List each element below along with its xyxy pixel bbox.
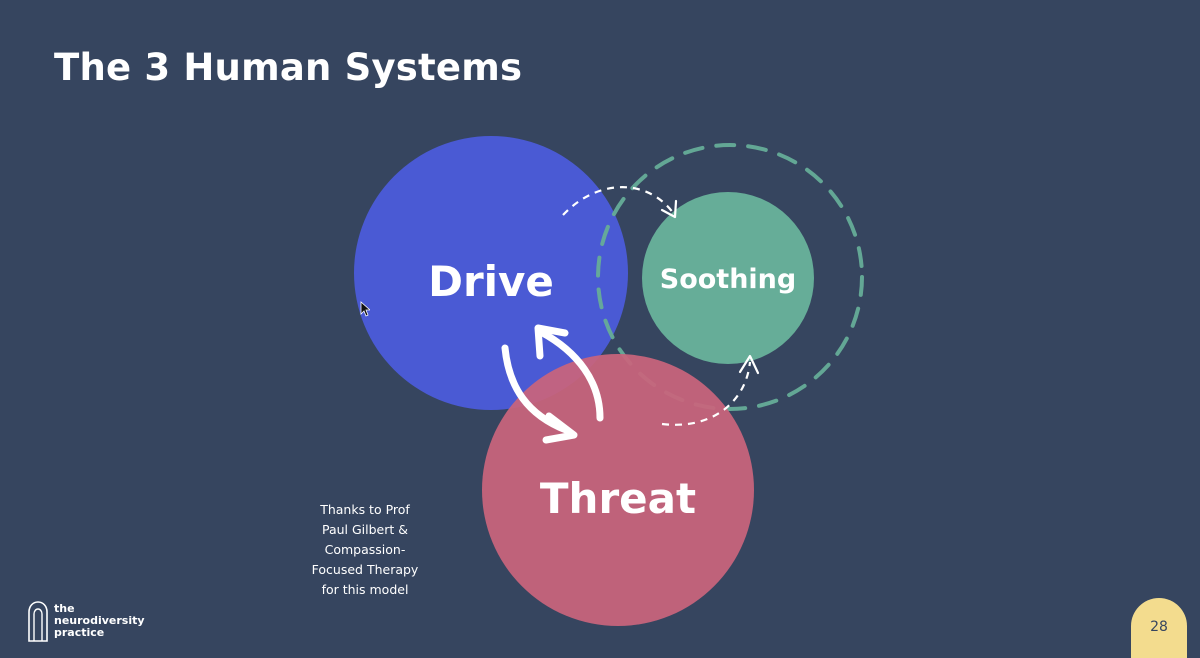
drive-label: Drive xyxy=(428,257,554,306)
threat-to-drive-arrowhead xyxy=(534,324,569,360)
threat-to-soothing-arrow xyxy=(661,361,752,426)
threat-to-soothing-arrowhead xyxy=(738,354,760,375)
drive-to-soothing-arrowhead xyxy=(660,199,678,219)
credit-line: Thanks to Prof xyxy=(320,502,410,517)
page-number-badge: 28 xyxy=(1131,598,1187,658)
threat-label: Threat xyxy=(540,474,696,523)
credit-line: for this model xyxy=(321,582,409,597)
mouse-pointer-icon xyxy=(360,301,370,317)
drive-to-threat-arrowhead xyxy=(542,412,578,444)
credit-line: Focused Therapy xyxy=(311,562,419,577)
brand-logo: the neurodiversity practice xyxy=(26,600,156,646)
threat-to-drive-arrow xyxy=(537,328,604,422)
soothing-dashed-ring xyxy=(596,143,864,411)
soothing-circle xyxy=(642,192,814,364)
drive-to-threat-arrow xyxy=(501,344,570,434)
logo-line: neurodiversity xyxy=(54,614,145,627)
model-credit: Thanks to Prof Paul Gilbert & Compassion… xyxy=(298,500,432,600)
neurodiversity-practice-logo-icon xyxy=(28,601,48,642)
credit-line: Paul Gilbert & xyxy=(321,522,409,537)
page-number: 28 xyxy=(1150,619,1168,635)
slide-title: The 3 Human Systems xyxy=(54,46,523,89)
drive-to-soothing-arrow xyxy=(562,186,675,216)
logo-line: practice xyxy=(54,626,105,639)
logo-wordmark: the neurodiversity practice xyxy=(54,603,145,639)
logo-line: the xyxy=(54,602,75,615)
soothing-label: Soothing xyxy=(660,264,796,295)
credit-line: Compassion- xyxy=(324,542,406,557)
